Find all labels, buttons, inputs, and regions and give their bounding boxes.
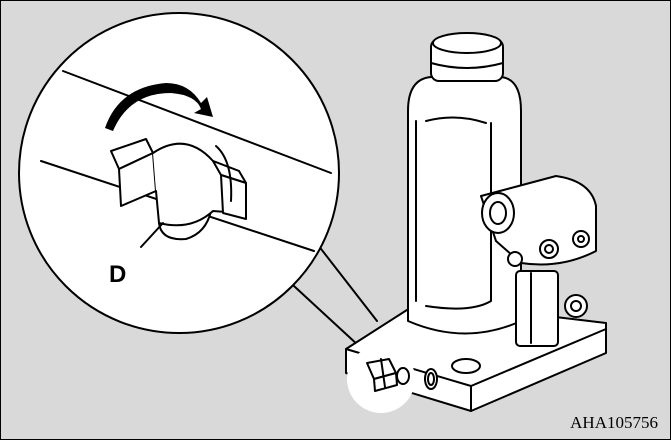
magnified-view xyxy=(19,13,339,333)
callout-label-d: D xyxy=(109,263,126,287)
jack-cylinder-icon xyxy=(408,33,521,334)
figure-reference-code: AHA105756 xyxy=(570,414,658,431)
